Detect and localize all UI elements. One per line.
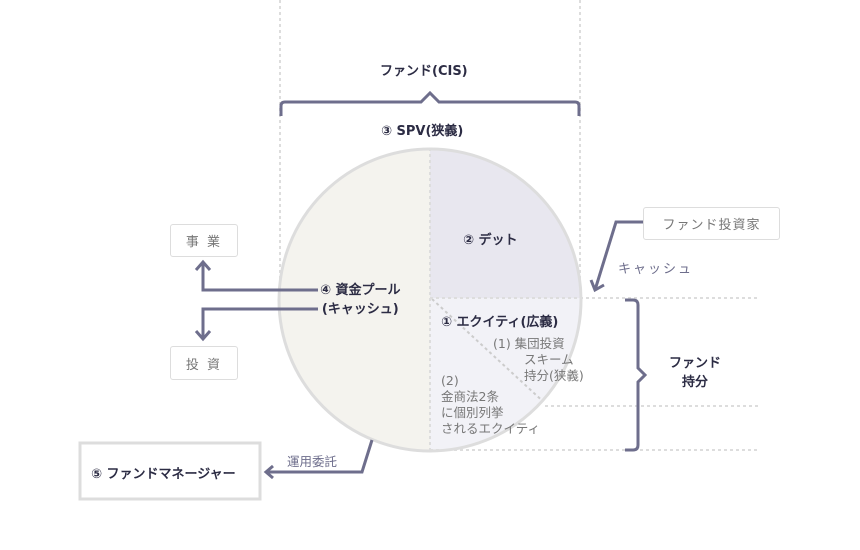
fund-manager-box: ⑤ ファンドマネージャー [91, 467, 236, 482]
le-line4: されるエクイティ [441, 421, 541, 436]
cis-interest-label: (1) 集団投資 スキーム 持分(狭義) [493, 336, 584, 384]
investment-box: 投 資 [170, 346, 238, 380]
le-line3: に個別列挙 [441, 405, 504, 420]
arrow-to-investment [194, 307, 318, 342]
cis-line2: スキーム [524, 352, 574, 367]
fi-line1: ファンド [669, 356, 722, 371]
cash-arrow [589, 220, 643, 293]
fund-interest-label: ファンド 持分 [669, 354, 721, 392]
business-box: 事 業 [170, 224, 238, 257]
fund-interest-brace [625, 298, 648, 452]
manager-box-frame [78, 441, 262, 501]
investor-box: ファンド投資家 [643, 207, 780, 240]
debt-label: ② デット [463, 233, 518, 248]
fund-brace [279, 90, 581, 116]
arrow-to-business [194, 259, 318, 292]
cash-label: キャッシュ [618, 262, 694, 277]
fund-cis-label: ファンド(CIS) [380, 64, 468, 79]
cis-line3: 持分(狭義) [524, 368, 584, 383]
le-line2: 金商法2条 [441, 389, 499, 404]
pool-line1: ④ 資金プール [320, 283, 401, 298]
pool-line2: (キャッシュ) [321, 302, 399, 317]
fi-line2: 持分 [682, 375, 709, 390]
equity-label: ① エクイティ(広義) [441, 315, 559, 330]
spv-label: ③ SPV(狭義) [381, 124, 464, 139]
listed-equity-label: (2) 金商法2条 に個別列挙 されるエクイティ [441, 373, 540, 437]
cis-line1: (1) 集団投資 [493, 336, 565, 351]
le-line1: (2) [441, 373, 459, 388]
pool-label: ④ 資金プール (キャッシュ) [320, 281, 401, 319]
delegation-label: 運用委託 [287, 454, 338, 469]
delegation-arrow [263, 439, 374, 480]
